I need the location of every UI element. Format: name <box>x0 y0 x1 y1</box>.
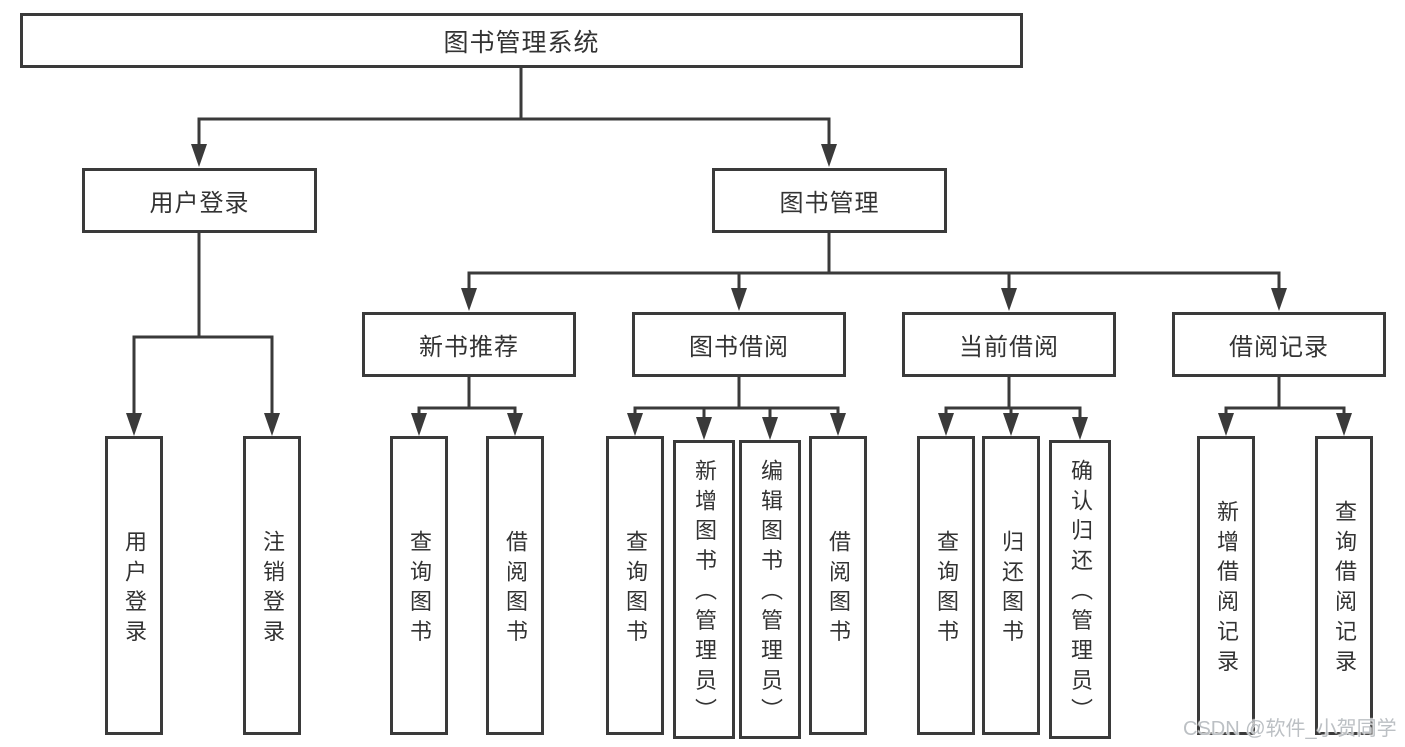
arrow-down-icon <box>1003 413 1019 436</box>
leaf-logout: 注销登录 <box>243 436 301 735</box>
leaf-add-books-admin: 新增图书（管理员） <box>673 440 735 739</box>
arrow-down-icon <box>126 413 142 436</box>
arrow-down-icon <box>762 417 778 440</box>
arrow-down-icon <box>1072 417 1088 440</box>
node-label: 用户登录 <box>149 190 250 217</box>
leaf-edit-books-admin: 编辑图书（管理员） <box>739 440 801 739</box>
leaf-query-books-recommend: 查询图书 <box>390 436 448 735</box>
connector-root-to-level2 <box>197 66 831 149</box>
node-label: 借阅图书 <box>503 529 528 650</box>
arrow-down-icon <box>627 413 643 436</box>
arrow-down-icon <box>507 413 523 436</box>
node-label: 新书推荐 <box>419 334 519 361</box>
connector-borrowing-records-to-leaves <box>1224 375 1346 418</box>
node-label: 用户登录 <box>122 529 147 650</box>
node-label: 当前借阅 <box>959 334 1059 361</box>
node-label: 查询借阅记录 <box>1332 499 1357 680</box>
arrow-down-icon <box>1271 288 1287 311</box>
node-label: 新增图书（管理员） <box>692 458 717 729</box>
leaf-confirm-return-admin: 确认归还（管理员） <box>1049 440 1111 739</box>
arrow-down-icon <box>1218 413 1234 436</box>
leaf-query-books-borrowing: 查询图书 <box>606 436 664 735</box>
connector-current-borrowing-to-leaves <box>944 375 1082 422</box>
node-label: 注销登录 <box>260 529 285 650</box>
node-book-borrowing: 图书借阅 <box>632 312 846 377</box>
arrow-down-icon <box>731 288 747 311</box>
node-library-management-system: 图书管理系统 <box>20 13 1023 68</box>
connector-user-login-to-leaves <box>132 231 274 418</box>
arrow-down-icon <box>830 413 846 436</box>
node-new-book-recommendation: 新书推荐 <box>362 312 576 377</box>
arrow-down-icon <box>411 413 427 436</box>
leaf-query-borrow-record: 查询借阅记录 <box>1315 436 1373 735</box>
node-label: 图书管理 <box>779 190 880 217</box>
node-label: 图书借阅 <box>689 334 789 361</box>
node-label: 归还图书 <box>999 529 1024 650</box>
arrowheads <box>126 144 1352 440</box>
arrow-down-icon <box>821 144 837 167</box>
arrow-down-icon <box>191 144 207 167</box>
leaf-add-borrow-record: 新增借阅记录 <box>1197 436 1255 735</box>
node-label: 借阅记录 <box>1229 334 1329 361</box>
node-label: 查询图书 <box>623 529 648 650</box>
arrow-down-icon <box>696 417 712 440</box>
node-current-borrowing: 当前借阅 <box>902 312 1116 377</box>
arrow-down-icon <box>1336 413 1352 436</box>
connector-book-borrowing-to-leaves <box>633 375 840 422</box>
connector-new-book-recommendation-to-leaves <box>417 375 517 418</box>
leaf-return-books: 归还图书 <box>982 436 1040 735</box>
node-label: 查询图书 <box>407 529 432 650</box>
node-label: 借阅图书 <box>826 529 851 650</box>
arrow-down-icon <box>264 413 280 436</box>
arrow-down-icon <box>461 288 477 311</box>
node-label: 新增借阅记录 <box>1214 499 1239 680</box>
node-label: 确认归还（管理员） <box>1068 458 1093 729</box>
watermark: CSDN @软件_小贺同学 <box>1183 718 1397 740</box>
node-label: 编辑图书（管理员） <box>758 458 783 729</box>
leaf-user-login: 用户登录 <box>105 436 163 735</box>
leaf-borrow-books-borrowing: 借阅图书 <box>809 436 867 735</box>
node-book-management: 图书管理 <box>712 168 947 233</box>
node-user-login: 用户登录 <box>82 168 317 233</box>
node-label: 图书管理系统 <box>443 28 600 57</box>
leaf-query-books-current: 查询图书 <box>917 436 975 735</box>
arrow-down-icon <box>1001 288 1017 311</box>
node-label: 查询图书 <box>934 529 959 650</box>
arrow-down-icon <box>938 413 954 436</box>
connector-book-management-to-level3 <box>467 231 1281 293</box>
node-borrowing-records: 借阅记录 <box>1172 312 1386 377</box>
leaf-borrow-books-recommend: 借阅图书 <box>486 436 544 735</box>
